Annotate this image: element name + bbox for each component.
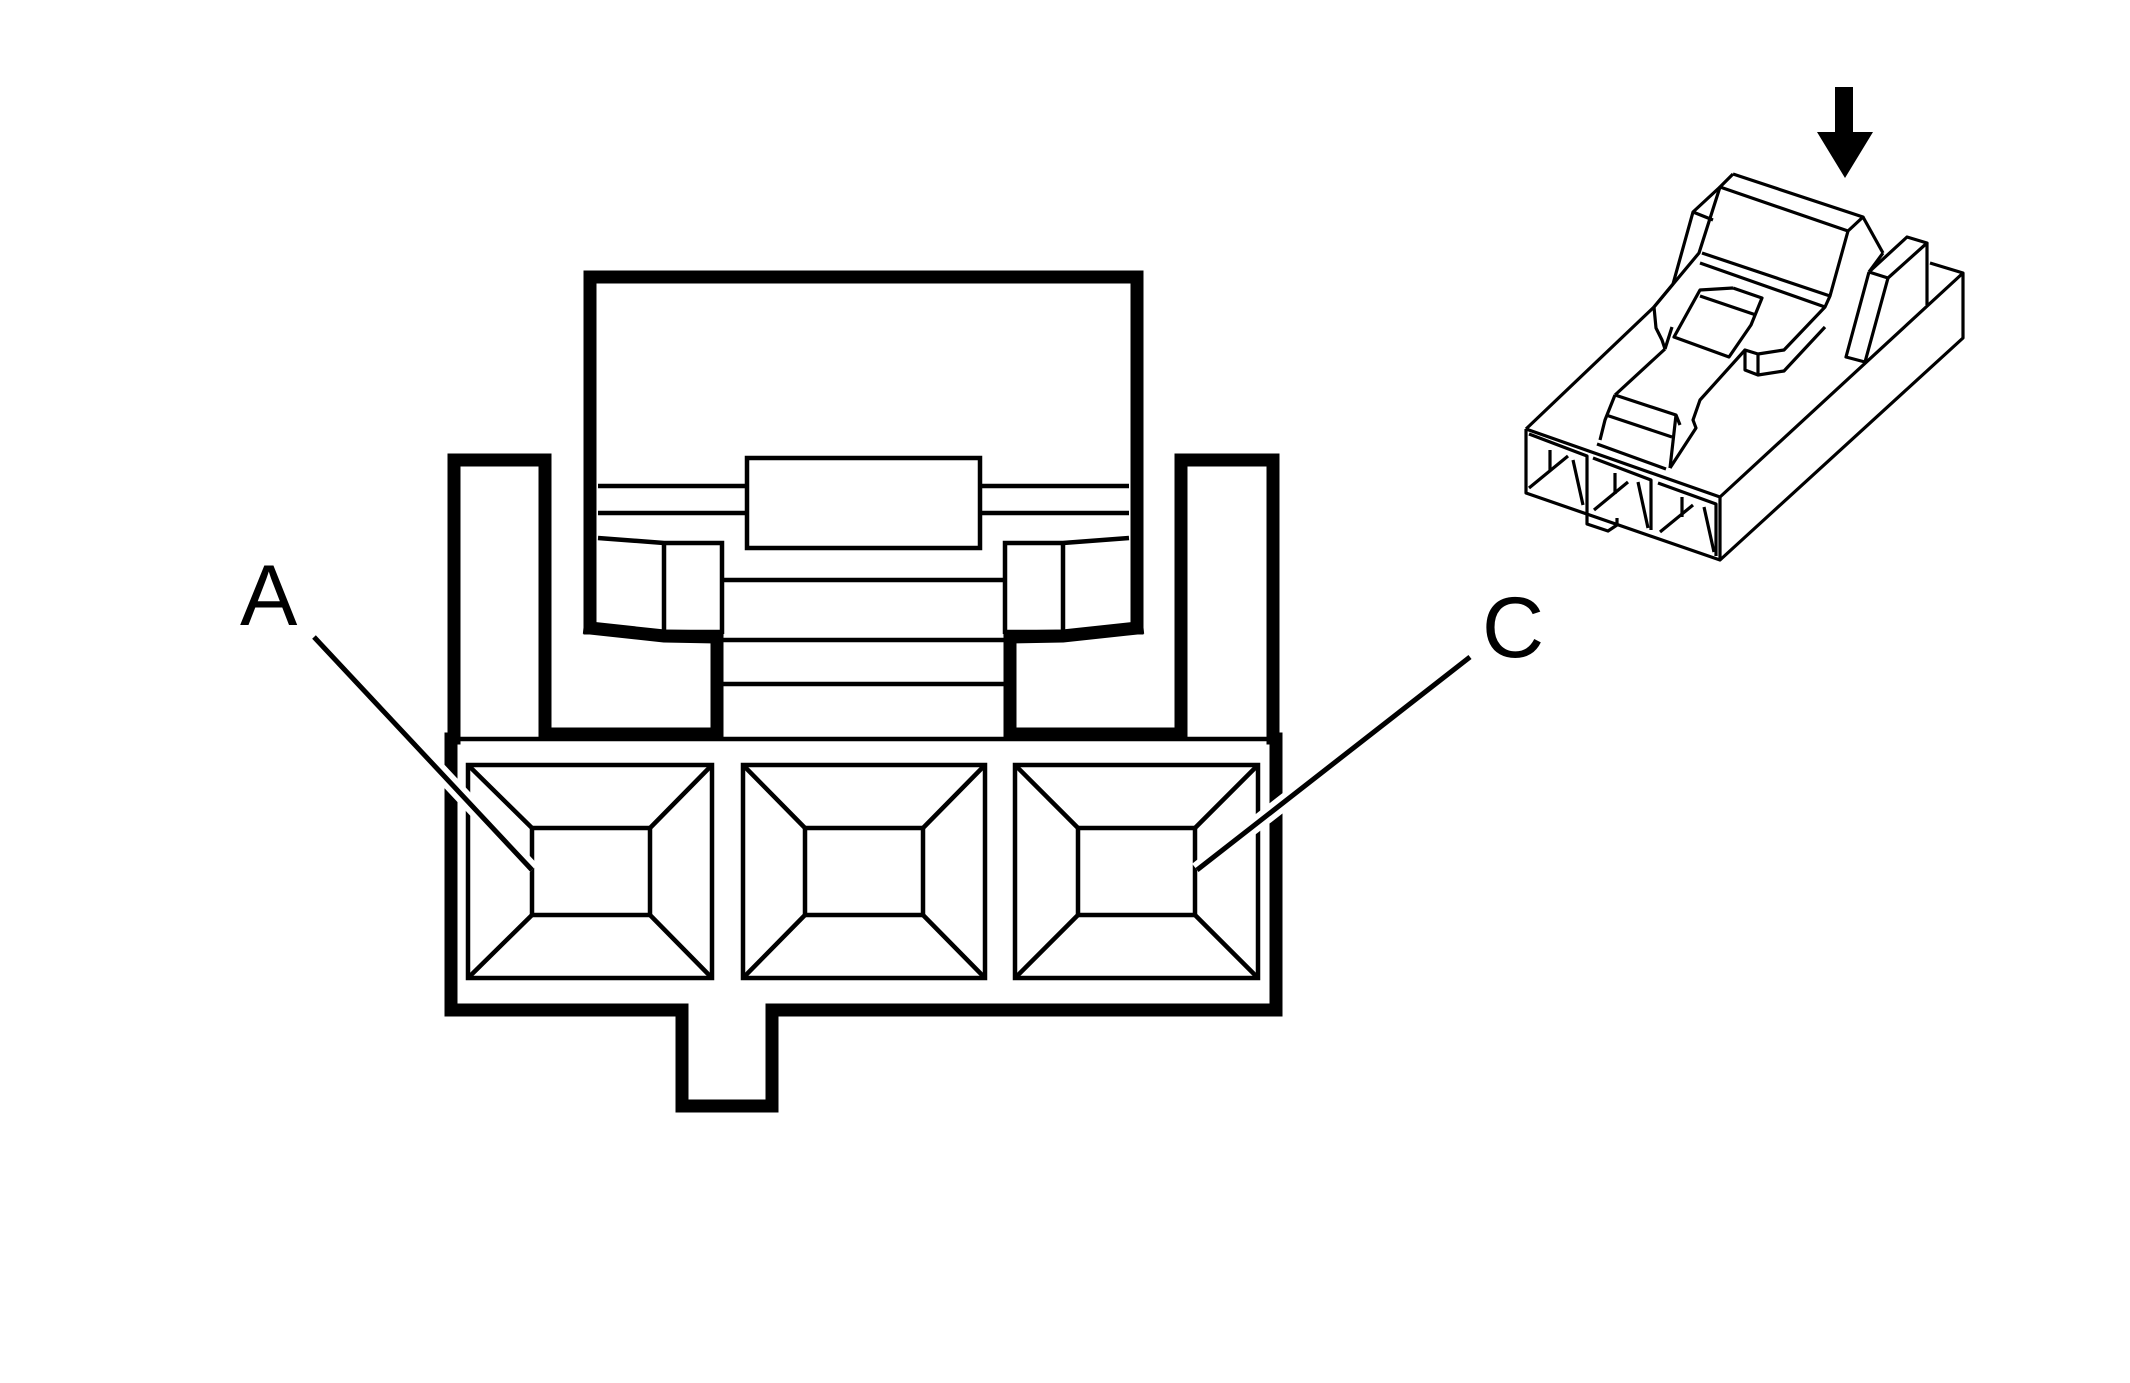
leader-line-a <box>308 631 538 876</box>
cavity-label-a: A <box>240 548 298 644</box>
cavity-label-c: C <box>1482 580 1544 676</box>
right-guide-post <box>1003 453 1280 745</box>
connector-body <box>444 732 1283 1113</box>
left-guide-post <box>447 453 724 745</box>
cavity-a <box>465 762 715 981</box>
connector-face-view: A C <box>240 270 1544 1113</box>
cavity-b <box>740 762 988 981</box>
down-arrow-icon <box>1817 87 1873 178</box>
latch-housing <box>582 270 1145 644</box>
latch-stem <box>710 577 1017 741</box>
leader-line-c <box>1192 650 1475 877</box>
release-tab <box>744 455 983 551</box>
isometric-connector-inset <box>1524 87 1965 562</box>
cavity-c <box>1012 762 1261 981</box>
polarization-key <box>675 1003 779 1113</box>
